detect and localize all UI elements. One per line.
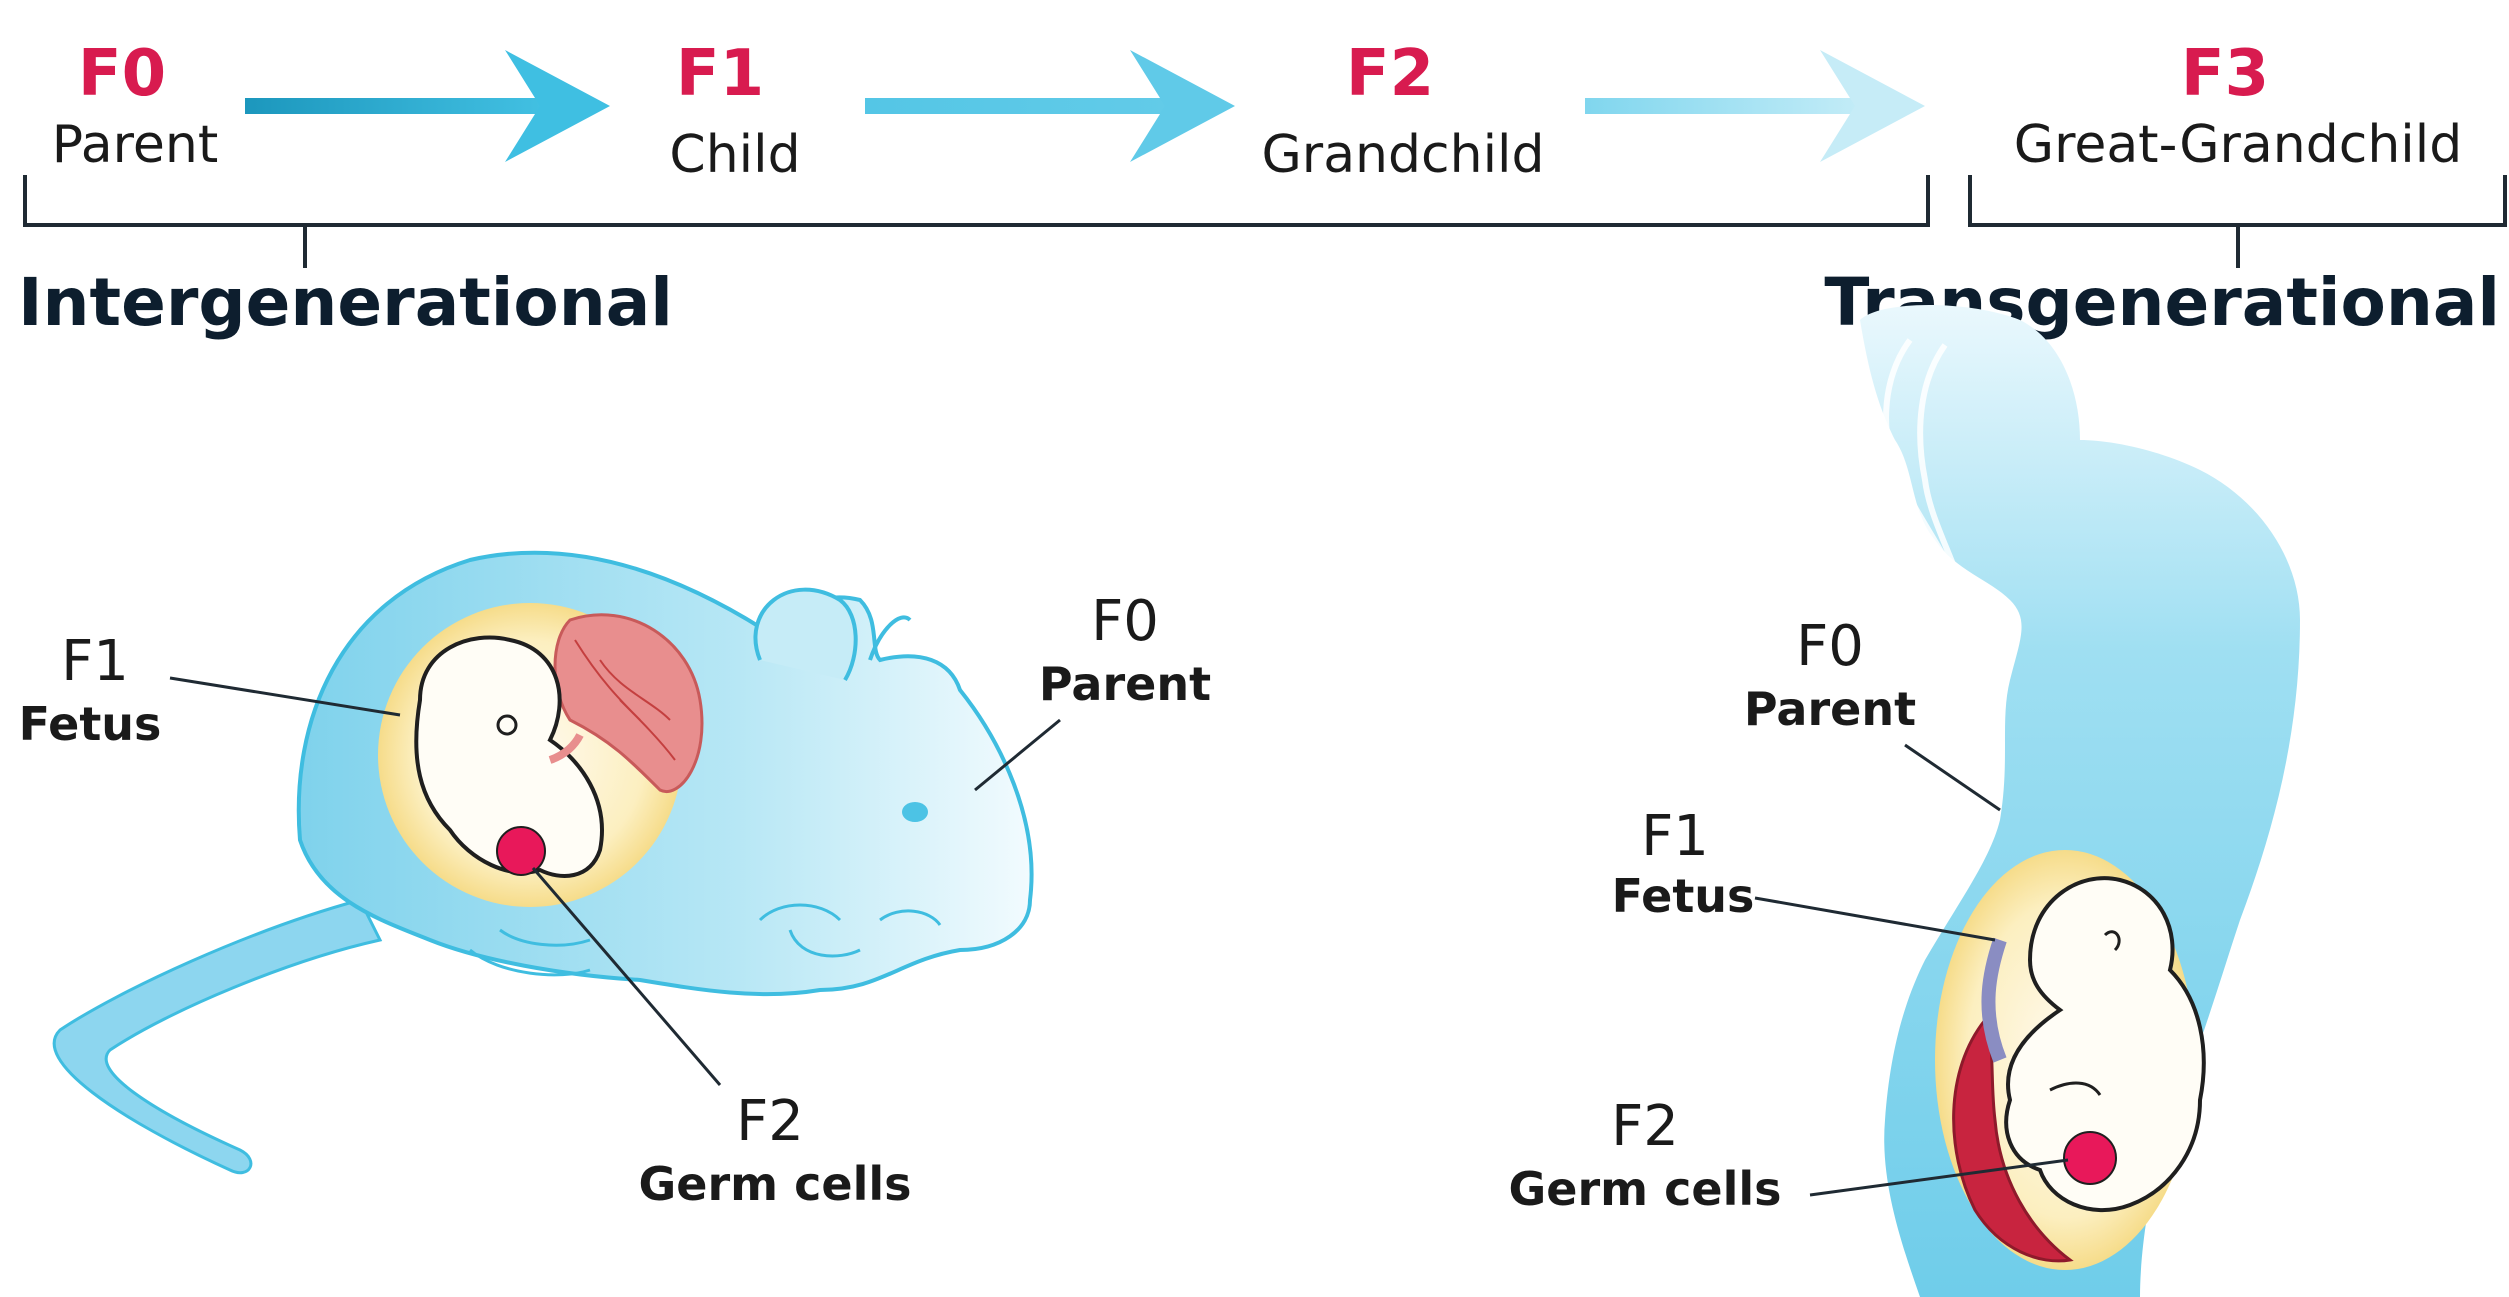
generation-code: F0 <box>78 37 166 111</box>
woman-fetus <box>2004 876 2206 1212</box>
mouse-f1-name: Fetus <box>19 697 162 751</box>
mouse-f0-leader <box>974 718 1061 792</box>
arrow-f0-f1 <box>245 50 610 162</box>
mouse-tail <box>52 898 383 1175</box>
mouse-eye <box>902 802 928 822</box>
woman-f1-code: F1 <box>1641 804 1709 869</box>
mouse-f1-leader <box>169 676 401 717</box>
generation-f1: F1 Child <box>669 37 800 185</box>
woman-illustration: F0 Parent F1 Fetus F2 Germ cells <box>1509 305 2300 1297</box>
mouse-ear <box>753 587 858 682</box>
mouse-f1-code: F1 <box>61 629 129 694</box>
mouse-germ-cell <box>496 826 546 876</box>
generation-name: Parent <box>52 115 218 175</box>
arrow-f1-f2 <box>865 50 1235 162</box>
mouse-f2-leader <box>531 867 722 1086</box>
generation-name: Grandchild <box>1262 125 1545 185</box>
mouse-hind-paw <box>469 928 591 977</box>
woman-f1-name: Fetus <box>1612 869 1755 923</box>
fetus-hand <box>2049 1081 2102 1096</box>
woman-f2-code: F2 <box>1611 1094 1679 1159</box>
generation-name: Child <box>669 125 800 185</box>
arrow-f2-f3 <box>1585 50 1925 162</box>
generation-f0: F0 Parent <box>52 37 218 175</box>
generation-code: F2 <box>1346 37 1434 111</box>
woman-placenta <box>1952 1017 2074 1263</box>
intergenerational-bracket <box>23 175 1930 268</box>
generation-name: Great-Grandchild <box>2014 115 2462 175</box>
mouse-f2-code: F2 <box>736 1089 804 1154</box>
woman-germ-cell <box>2063 1131 2117 1185</box>
fetus-eye <box>496 714 518 736</box>
placenta-vessels <box>574 639 676 761</box>
mouse-f0-code: F0 <box>1091 589 1159 654</box>
mouse-ear-tip <box>868 615 912 661</box>
woman-umbilical-cord <box>1981 937 2007 1063</box>
generation-code: F1 <box>676 37 764 111</box>
mouse-illustration: F1 Fetus F0 Parent F2 Germ cells <box>19 550 1211 1211</box>
mouse-f2-name: Germ cells <box>639 1157 912 1211</box>
woman-f2-name: Germ cells <box>1509 1162 1782 1216</box>
woman-f2-leader <box>1809 1158 2069 1197</box>
intergenerational-label: Intergenerational <box>18 264 673 341</box>
generation-f2: F2 Grandchild <box>1262 37 1545 185</box>
woman-hair <box>1883 338 1968 602</box>
generation-f3: F3 Great-Grandchild <box>2014 37 2462 175</box>
woman-f0-leader <box>1904 743 2001 812</box>
mouse-f0-name: Parent <box>1039 657 1211 711</box>
transgenerational-bracket <box>1968 175 2507 268</box>
woman-f1-leader <box>1754 896 1996 942</box>
generation-code: F3 <box>2181 37 2269 111</box>
fetus-ear <box>2103 930 2121 952</box>
mouse-fetus <box>414 635 604 878</box>
woman-f0-name: Parent <box>1744 682 1916 736</box>
mouse-front-paws <box>758 903 942 958</box>
fetus-umbilical <box>548 733 584 764</box>
woman-f0-code: F0 <box>1796 614 1864 679</box>
